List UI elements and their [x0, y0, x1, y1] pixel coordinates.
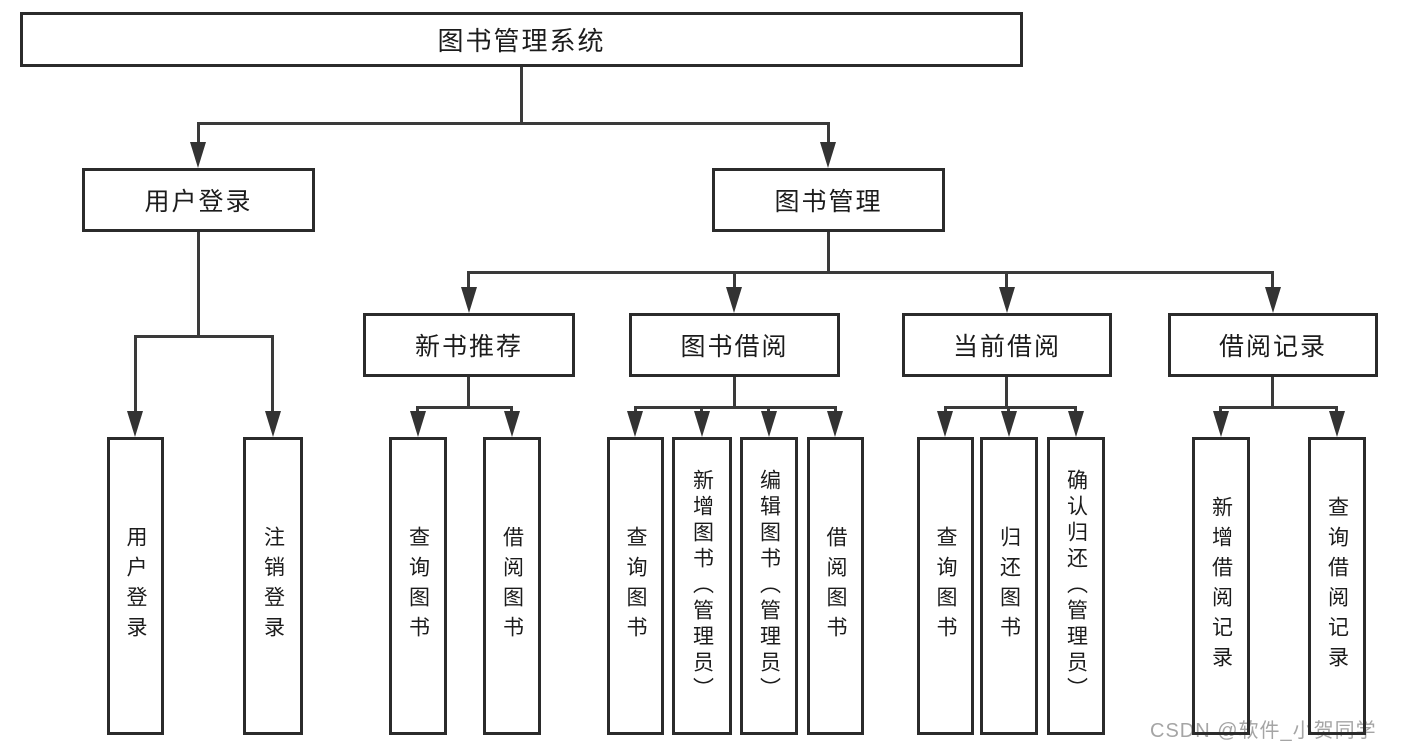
- node-label: 查询图书: [624, 526, 647, 646]
- leaf-user-login: 用户登录: [107, 437, 164, 735]
- node-book-management: 图书管理: [712, 168, 945, 232]
- leaf-edit-books-admin: 编辑图书（管理员）: [740, 437, 798, 735]
- arrow-down-icon: [410, 411, 426, 437]
- arrow-down-icon: [999, 287, 1015, 313]
- arrow-down-icon: [827, 411, 843, 437]
- node-label: 借阅记录: [1218, 333, 1327, 361]
- connector-line: [1007, 406, 1010, 414]
- connector-line: [827, 232, 830, 271]
- arrow-down-icon: [1068, 411, 1084, 437]
- arrow-down-icon: [761, 411, 777, 437]
- connector-line: [416, 406, 419, 414]
- leaf-borrow-books: 借阅图书: [807, 437, 864, 735]
- node-label: 用户登录: [144, 188, 253, 216]
- arrow-down-icon: [937, 411, 953, 437]
- arrow-down-icon: [627, 411, 643, 437]
- node-book-borrowing: 图书借阅: [629, 313, 840, 377]
- node-label: 用户登录: [124, 526, 147, 646]
- connector-line: [197, 122, 830, 125]
- connector-line: [827, 122, 830, 144]
- connector-line: [634, 406, 637, 414]
- arrow-down-icon: [694, 411, 710, 437]
- node-library-system: 图书管理系统: [20, 12, 1023, 67]
- connector-line: [1219, 406, 1222, 414]
- leaf-add-borrow-record: 新增借阅记录: [1192, 437, 1250, 735]
- arrow-down-icon: [461, 287, 477, 313]
- node-label: 新书推荐: [414, 333, 523, 361]
- node-current-borrowing: 当前借阅: [902, 313, 1112, 377]
- leaf-query-books-recommend: 查询图书: [389, 437, 447, 735]
- connector-line: [733, 271, 736, 289]
- node-label: 查询借阅记录: [1325, 496, 1349, 676]
- csdn-watermark: CSDN @软件_小贺同学: [1150, 720, 1377, 742]
- node-label: 图书借阅: [680, 333, 789, 361]
- node-label: 查询图书: [406, 526, 430, 646]
- connector-line: [197, 232, 200, 335]
- leaf-add-books-admin: 新增图书（管理员）: [672, 437, 732, 735]
- connector-line: [1271, 377, 1274, 406]
- connector-line: [1219, 406, 1338, 409]
- arrow-down-icon: [1329, 411, 1345, 437]
- node-label: 图书管理系统: [437, 26, 606, 56]
- connector-line: [634, 406, 837, 409]
- leaf-confirm-return-admin: 确认归还（管理员）: [1047, 437, 1105, 735]
- node-label: 归还图书: [997, 526, 1021, 646]
- arrow-down-icon: [820, 142, 836, 168]
- node-borrowing-records: 借阅记录: [1168, 313, 1378, 377]
- node-label: 注销登录: [261, 526, 285, 646]
- node-new-book-recommend: 新书推荐: [363, 313, 575, 377]
- connector-line: [700, 406, 703, 414]
- connector-line: [467, 271, 1274, 274]
- connector-line: [416, 406, 513, 409]
- leaf-return-books: 归还图书: [980, 437, 1038, 735]
- connector-line: [944, 406, 1077, 409]
- leaf-query-books-current: 查询图书: [917, 437, 974, 735]
- leaf-query-borrow-record: 查询借阅记录: [1308, 437, 1366, 735]
- connector-line: [134, 335, 137, 413]
- connector-line: [467, 271, 470, 289]
- arrow-down-icon: [1265, 287, 1281, 313]
- connector-line: [510, 406, 513, 414]
- node-label: 编辑图书（管理员）: [757, 469, 781, 703]
- connector-line: [1335, 406, 1338, 414]
- node-label: 当前借阅: [952, 333, 1061, 361]
- connector-line: [1074, 406, 1077, 414]
- arrow-down-icon: [1213, 411, 1229, 437]
- node-label: 新增借阅记录: [1209, 496, 1233, 676]
- arrow-down-icon: [190, 142, 206, 168]
- node-label: 确认归还（管理员）: [1064, 469, 1088, 703]
- connector-line: [520, 67, 523, 122]
- connector-line: [944, 406, 947, 414]
- connector-line: [1271, 271, 1274, 289]
- arrow-down-icon: [504, 411, 520, 437]
- node-label: 借阅图书: [500, 526, 524, 646]
- connector-line: [134, 335, 274, 338]
- arrow-down-icon: [265, 411, 281, 437]
- connector-line: [733, 377, 736, 406]
- node-label: 借阅图书: [824, 526, 847, 646]
- connector-line: [834, 406, 837, 414]
- arrow-down-icon: [1001, 411, 1017, 437]
- connector-line: [271, 335, 274, 413]
- connector-line: [767, 406, 770, 414]
- connector-line: [197, 122, 200, 144]
- connector-line: [467, 377, 470, 406]
- connector-line: [1005, 377, 1008, 406]
- node-user-login: 用户登录: [82, 168, 315, 232]
- leaf-borrow-books-recommend: 借阅图书: [483, 437, 541, 735]
- node-label: 新增图书（管理员）: [690, 469, 714, 703]
- connector-line: [1005, 271, 1008, 289]
- node-label: 查询图书: [934, 526, 957, 646]
- leaf-logout: 注销登录: [243, 437, 303, 735]
- node-label: 图书管理: [774, 188, 883, 216]
- leaf-query-books-borrow: 查询图书: [607, 437, 664, 735]
- arrow-down-icon: [127, 411, 143, 437]
- arrow-down-icon: [726, 287, 742, 313]
